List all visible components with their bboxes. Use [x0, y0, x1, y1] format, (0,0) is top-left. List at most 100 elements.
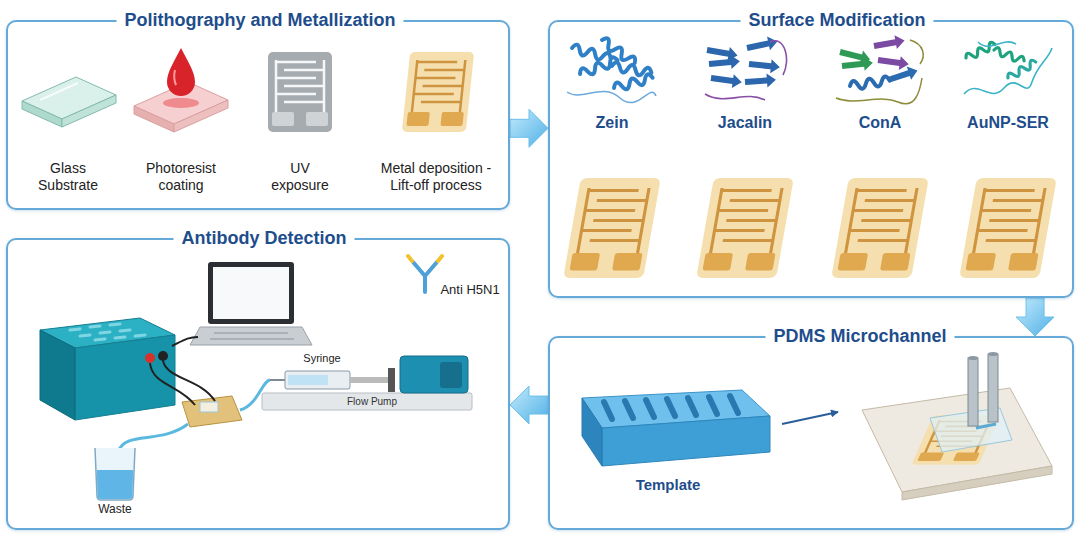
microchannel-chip — [862, 352, 1052, 500]
protein-strand — [745, 73, 777, 89]
plunger-rod — [350, 377, 390, 383]
caption-label: Syringe — [303, 352, 340, 365]
protein-coil — [567, 92, 656, 103]
laptop-keys — [210, 333, 294, 339]
panel-heading: Surface Modification — [740, 9, 933, 31]
caption-label: Glass Substrate — [23, 160, 113, 194]
protein-helix — [613, 73, 654, 92]
protein-helix — [993, 47, 1026, 65]
uv-exposed-chip — [268, 52, 332, 132]
outlet-tube — [988, 354, 998, 422]
antibody-stem — [413, 262, 437, 292]
glass-substrate-illustration — [22, 77, 116, 127]
electrode-wires — [150, 361, 215, 405]
caption-label: Template — [636, 476, 701, 494]
protein-strand — [877, 53, 910, 71]
panel-heading: Polithography and Metallization — [116, 9, 403, 31]
protein-strand — [708, 54, 740, 71]
protein-loop — [705, 41, 787, 100]
laptop — [190, 262, 312, 345]
caption-label: Jacalin — [718, 113, 772, 133]
protein-strand — [748, 57, 780, 74]
coated-side — [134, 106, 174, 132]
data-cable — [172, 337, 198, 346]
pdms-template — [582, 390, 770, 466]
process-panel: PDMS Microchannel — [548, 336, 1074, 530]
syringe-barrel — [285, 371, 350, 389]
waste-tubing — [118, 424, 188, 452]
plunger-head — [388, 368, 395, 392]
caption-label: Metal deposition - Lift-off process — [374, 160, 498, 194]
protein-helix — [849, 76, 890, 90]
waste-beaker — [95, 448, 135, 500]
syringe-fluid — [288, 375, 328, 385]
flow-arrow — [510, 386, 548, 424]
pump-motor — [440, 362, 462, 388]
device-front — [75, 335, 175, 420]
protein-helix — [571, 44, 612, 63]
caption-label: Flow Pump — [347, 396, 397, 408]
caption-label: Waste — [98, 502, 132, 517]
modified-chip — [696, 178, 794, 278]
jacalin-structure — [705, 35, 787, 100]
glass-shine — [40, 83, 78, 100]
protein-strand — [746, 35, 779, 55]
panel-heading: PDMS Microchannel — [765, 325, 954, 347]
caption-label: UV exposure — [265, 160, 335, 194]
tube-opening — [968, 356, 978, 360]
beaker-glass — [95, 448, 135, 500]
chip-edge — [902, 466, 1052, 500]
protein-loop — [836, 40, 923, 104]
photoresist-illustration — [134, 48, 228, 132]
tray-slots — [604, 396, 738, 419]
pump-base — [262, 393, 472, 410]
protein-strand — [710, 71, 743, 89]
beaker-liquid — [97, 470, 133, 499]
tray-side — [582, 398, 602, 466]
aunp-ser-structure — [964, 41, 1052, 94]
protein-strand — [841, 56, 873, 73]
modified-chip — [959, 178, 1057, 278]
tray-front — [602, 416, 770, 466]
caption-label: Anti H5N1 — [440, 282, 499, 298]
antibody-tips — [408, 256, 442, 261]
resist-puddle — [163, 98, 199, 108]
panel-heading: Antibody Detection — [174, 227, 355, 249]
protein-strand — [886, 64, 920, 87]
tube-opening — [988, 352, 998, 356]
black-terminal — [158, 351, 168, 361]
metal-chip — [402, 52, 474, 132]
laptop-base — [190, 327, 312, 345]
syringe-needle — [270, 379, 285, 381]
chip-channel — [200, 402, 218, 412]
protein-strand — [873, 34, 906, 53]
antibody-icon — [408, 256, 442, 292]
process-arrow — [782, 412, 838, 424]
process-panel: Antibody Detection — [6, 238, 510, 530]
syringe-pump — [262, 356, 472, 410]
laptop-screen-frame — [208, 262, 294, 324]
flow-arrow — [510, 109, 548, 147]
micro-channel — [976, 424, 996, 428]
caption-label: Photoresist coating — [131, 160, 231, 194]
modified-chip — [563, 178, 661, 278]
caption-label: Zein — [596, 113, 629, 133]
protein-coil — [964, 42, 1052, 94]
drop-shine — [174, 70, 176, 85]
red-terminal — [145, 353, 155, 363]
device-grille — [70, 324, 145, 340]
flow-arrow — [1016, 298, 1054, 336]
glass-side — [22, 101, 62, 127]
resist-drop — [167, 48, 195, 96]
glass-side — [62, 95, 116, 127]
process-panel: Surface Modification — [548, 20, 1074, 298]
analyzer-device — [40, 318, 175, 420]
inlet-tube — [968, 358, 978, 426]
modified-chip — [831, 178, 929, 278]
caption-label: AuNP-SER — [967, 113, 1049, 133]
cona-structure — [836, 34, 923, 104]
pump-body — [400, 356, 468, 393]
laptop-screen — [213, 267, 289, 319]
